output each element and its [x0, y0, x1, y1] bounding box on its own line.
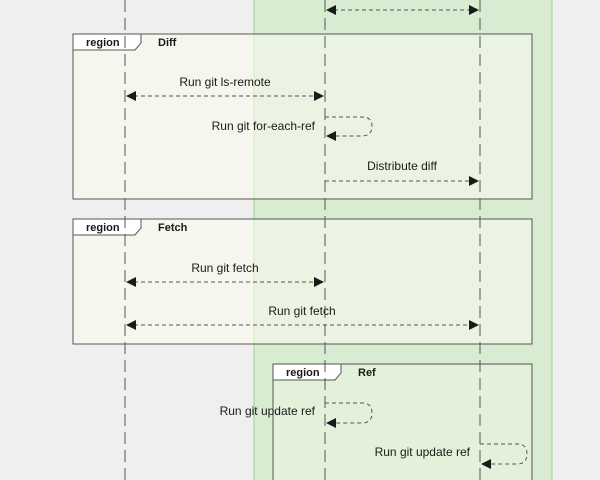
self-message-loop [325, 402, 373, 428]
region-title: Fetch [158, 222, 188, 234]
region-tab [72, 218, 142, 236]
region-tab [272, 363, 342, 381]
message-label: Run git update ref [220, 404, 316, 418]
self-message-loop [480, 443, 528, 469]
region-title: Ref [358, 367, 376, 379]
region-frame [72, 33, 533, 200]
message-label: Run git fetch [191, 261, 258, 275]
self-message-loop [325, 116, 373, 141]
message-label: Run git for-each-ref [212, 119, 316, 133]
message-ls-remote: Run git ls-remote [126, 75, 324, 101]
region-frame [272, 363, 533, 480]
region-tag: region [86, 222, 120, 234]
region-tag: region [286, 367, 320, 379]
region-ref: region Ref [272, 363, 533, 480]
message-for-each-ref: Run git for-each-ref [212, 116, 373, 141]
message-distribute-diff: Distribute diff [325, 159, 479, 186]
region-tag: region [86, 37, 120, 49]
message-label: Distribute diff [367, 159, 437, 173]
message-update-ref-2: Run git update ref [375, 443, 528, 469]
region-tab [72, 33, 142, 51]
region-title: Diff [158, 37, 177, 49]
message-label: Run git ls-remote [179, 75, 271, 89]
message-fetch-2: Run git fetch [126, 304, 479, 330]
region-diff: region Diff [72, 33, 533, 200]
message-update-ref-1: Run git update ref [220, 402, 373, 428]
message-label: Run git fetch [268, 304, 335, 318]
message-label: Run git update ref [375, 445, 471, 459]
message-fetch-1: Run git fetch [126, 261, 324, 287]
